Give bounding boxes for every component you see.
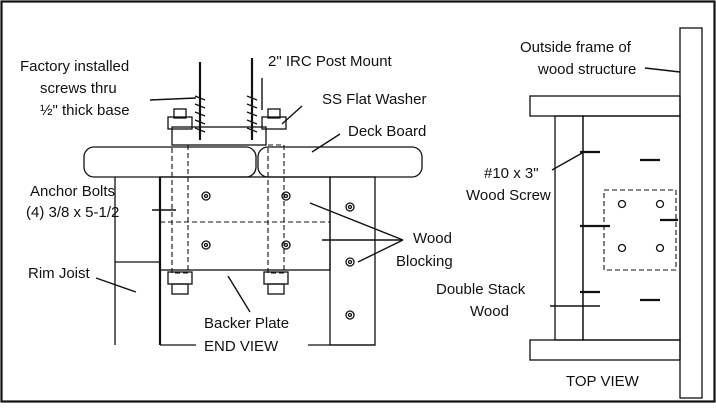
- label-screws-line3: ½" thick base: [40, 102, 130, 119]
- label-stack-line1: Double Stack: [436, 281, 526, 298]
- washer-left: [167, 116, 193, 130]
- label-anchor-line2: (4) 3/8 x 5-1/2: [26, 204, 119, 221]
- top-view-drawing: [529, 27, 703, 399]
- top-view-title: TOP VIEW: [566, 373, 640, 390]
- nut-left: [173, 108, 187, 119]
- anchor-bolt-left: [171, 144, 189, 274]
- label-post-mount: 2" IRC Post Mount: [268, 53, 393, 70]
- end-view-drawing: [83, 58, 423, 346]
- washer-right: [261, 116, 287, 130]
- rail-top: [529, 95, 681, 117]
- end-view-title: END VIEW: [204, 338, 279, 355]
- deck-board-left: [83, 146, 257, 178]
- post-mount-base: [171, 126, 267, 146]
- label-washer: SS Flat Washer: [322, 91, 426, 108]
- wood-blocking-side: [329, 176, 376, 346]
- label-screw-line2: Wood Screw: [466, 187, 551, 204]
- label-frame-line1: Outside frame of: [520, 39, 632, 56]
- label-stack-line2: Wood: [470, 303, 509, 320]
- label-rim-joist: Rim Joist: [28, 265, 91, 282]
- label-wood-line2: Blocking: [396, 253, 453, 270]
- label-backer-plate: Backer Plate: [204, 315, 289, 332]
- rail-bottom: [529, 339, 681, 361]
- label-screw-line1: #10 x 3": [484, 165, 539, 182]
- label-frame-line2: wood structure: [537, 61, 636, 78]
- double-stack-inner: [582, 115, 681, 341]
- label-wood-line1: Wood: [413, 230, 452, 247]
- nut-right: [267, 108, 281, 119]
- label-screws-line2: screws thru: [40, 80, 117, 97]
- anchor-bolt-right: [267, 144, 285, 274]
- deck-board-right: [257, 146, 423, 178]
- label-screws-line1: Factory installed: [20, 58, 129, 75]
- label-deck-board: Deck Board: [348, 123, 426, 140]
- label-anchor-line1: Anchor Bolts: [30, 183, 115, 200]
- wood-blocking-upper: [159, 176, 331, 271]
- backer-plate-top: [603, 189, 677, 271]
- outside-frame: [679, 27, 703, 399]
